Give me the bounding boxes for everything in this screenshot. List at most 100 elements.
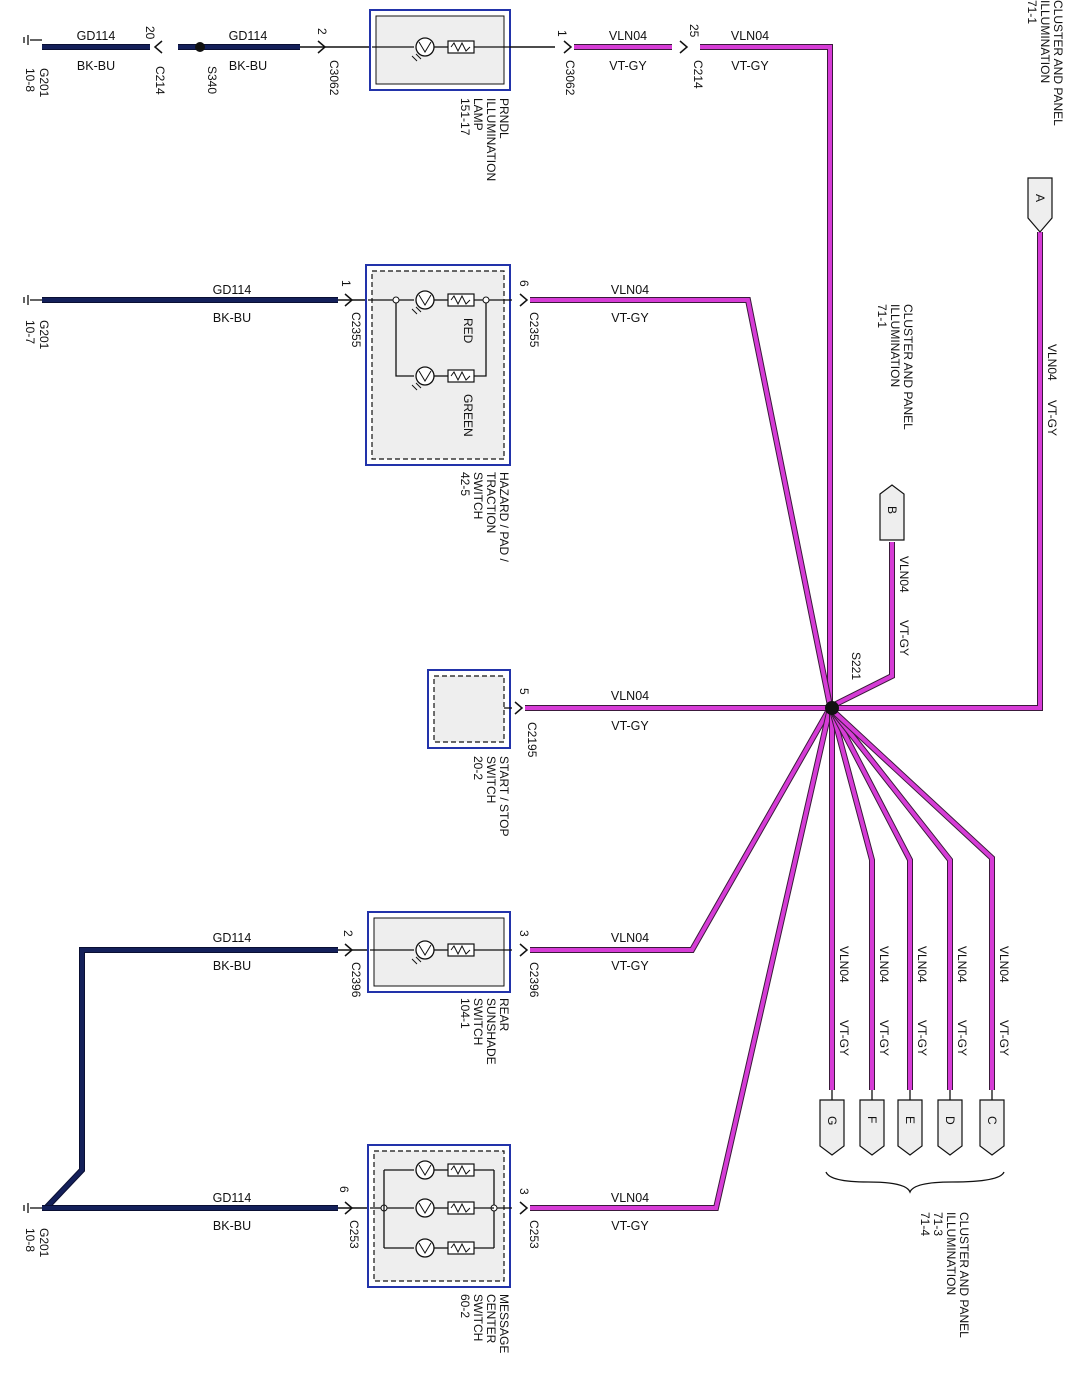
splice-s340 — [195, 42, 205, 52]
pin-c214-left: 20 — [143, 26, 157, 40]
ground-label-g201-bottom: G201 — [37, 1228, 51, 1258]
label-bkbu-row1-right: BK-BU — [229, 59, 267, 73]
label-gd114-row2: GD114 — [213, 283, 252, 297]
conn-c3062-left: C3062 — [327, 60, 341, 96]
note-mid-right-1: CLUSTER AND PANEL — [901, 304, 915, 430]
label-vln04-row1-right: VLN04 — [731, 29, 769, 43]
splice-s221 — [825, 701, 839, 715]
component-label-sunshade-2: SUNSHADE — [484, 998, 498, 1065]
label-vtgy-to-e: VT-GY — [915, 1020, 929, 1056]
component-message-center-switch — [367, 1144, 512, 1288]
power-wire-row4 — [530, 706, 833, 953]
connector-c253-right — [519, 1201, 529, 1215]
pin-c253-right: 3 — [517, 1188, 531, 1195]
component-label-prndl-3: LAMP — [471, 98, 485, 131]
label-vtgy-row5: VT-GY — [611, 1219, 649, 1233]
component-label-startstop-1: START / STOP — [497, 756, 511, 836]
component-label-message-2: CENTER — [484, 1294, 498, 1344]
label-bkbu-row4: BK-BU — [213, 959, 251, 973]
label-vln04-row2: VLN04 — [611, 283, 649, 297]
note-mid-right-3: 71-1 — [875, 304, 889, 328]
ground-ref-g201-mid: 10-7 — [23, 320, 37, 344]
component-label-message-3: SWITCH — [471, 1294, 485, 1341]
conn-c3062-right: C3062 — [563, 60, 577, 96]
ground-symbol-g201-bottom — [23, 1203, 42, 1213]
label-vtgy-to-g: VT-GY — [837, 1020, 851, 1056]
ground-label-g201-top: G201 — [37, 68, 51, 98]
pin-c2195: 5 — [517, 688, 531, 695]
label-gd114-row4: GD114 — [213, 931, 252, 945]
label-vtgy-row3: VT-GY — [611, 719, 649, 733]
note-bottom-right-4: 71-4 — [918, 1212, 932, 1236]
pin-c214-right: 25 — [687, 24, 701, 38]
pin-c2355-left: 1 — [339, 280, 353, 287]
offpage-label-g: G — [825, 1116, 839, 1125]
power-wire-to-b — [830, 542, 895, 709]
label-gd114-row1-right: GD114 — [229, 29, 268, 43]
pin-c2396-right: 3 — [517, 930, 531, 937]
offpage-label-d: D — [943, 1116, 957, 1125]
power-wire-row5 — [530, 707, 833, 1211]
label-vtgy-row1-right: VT-GY — [731, 59, 769, 73]
note-top-right-1: CLUSTER AND PANEL — [1051, 0, 1065, 126]
connector-c2396-left — [344, 943, 354, 957]
label-gd114-row1-left: GD114 — [77, 29, 116, 43]
connector-c2355-left — [344, 293, 354, 307]
component-label-message-1: MESSAGE — [497, 1294, 511, 1353]
pin-c3062-left: 2 — [315, 28, 329, 35]
label-bkbu-row5: BK-BU — [213, 1219, 251, 1233]
ground-wire-row4 — [43, 947, 370, 1211]
component-label-startstop-2: SWITCH — [484, 756, 498, 803]
connector-c2396-right — [519, 943, 529, 957]
ground-symbol-g201-mid — [23, 295, 42, 305]
conn-c2355-left: C2355 — [349, 312, 363, 348]
power-wires-fanout — [829, 707, 995, 1090]
connector-c2195 — [514, 701, 524, 715]
component-label-message-4: 60-2 — [458, 1294, 472, 1318]
note-bottom-right-2: ILLUMINATION — [944, 1212, 958, 1295]
power-wire-to-a — [832, 232, 1043, 711]
note-mid-right-2: ILLUMINATION — [888, 304, 902, 387]
component-hazard-switch — [365, 264, 512, 466]
conn-c253-right: C253 — [527, 1220, 541, 1249]
label-vln04-row1-left: VLN04 — [609, 29, 647, 43]
offpage-label-f: F — [865, 1116, 879, 1123]
power-wire-row1 — [574, 44, 833, 706]
label-vln04-to-g: VLN04 — [837, 946, 851, 983]
lamp-label-red: RED — [461, 318, 475, 344]
note-top-right-2: ILLUMINATION — [1038, 0, 1052, 83]
splice-label-s340: S340 — [205, 66, 219, 94]
offpage-label-c: C — [985, 1116, 999, 1125]
ground-ref-g201-bottom: 10-8 — [23, 1228, 37, 1252]
conn-c2195: C2195 — [525, 722, 539, 758]
component-label-hazard-3: SWITCH — [471, 472, 485, 519]
offpage-label-b: B — [885, 506, 899, 514]
label-gd114-row5: GD114 — [213, 1191, 252, 1205]
note-bottom-right-3: 71-3 — [931, 1212, 945, 1236]
label-vln04-row5: VLN04 — [611, 1191, 649, 1205]
component-label-prndl-2: ILLUMINATION — [484, 98, 498, 181]
component-label-sunshade-3: SWITCH — [471, 998, 485, 1045]
label-vln04-to-d: VLN04 — [955, 946, 969, 983]
component-label-hazard-4: 42-5 — [458, 472, 472, 496]
component-prndl-lamp — [369, 9, 511, 91]
conn-c214-left: C214 — [153, 66, 167, 95]
component-label-startstop-3: 20-2 — [471, 756, 485, 780]
offpage-connector-b — [879, 484, 905, 541]
label-vtgy-to-f: VT-GY — [877, 1020, 891, 1056]
pin-c2396-left: 2 — [341, 930, 355, 937]
power-wire-row2 — [530, 297, 833, 707]
ground-ref-g201-top: 10-8 — [23, 68, 37, 92]
label-bkbu-row2: BK-BU — [213, 311, 251, 325]
label-vtgy-to-c: VT-GY — [997, 1020, 1011, 1056]
component-rear-sunshade-switch — [367, 911, 512, 993]
component-label-hazard-1: HAZARD / PAD / — [497, 472, 511, 562]
label-vtgy-row1-left: VT-GY — [609, 59, 647, 73]
ground-label-g201-mid: G201 — [37, 320, 51, 350]
note-top-right-3: 71-1 — [1025, 0, 1039, 24]
curly-brace-c-to-g — [825, 1171, 1005, 1194]
offpage-label-e: E — [903, 1116, 917, 1124]
label-bkbu-row1-left: BK-BU — [77, 59, 115, 73]
